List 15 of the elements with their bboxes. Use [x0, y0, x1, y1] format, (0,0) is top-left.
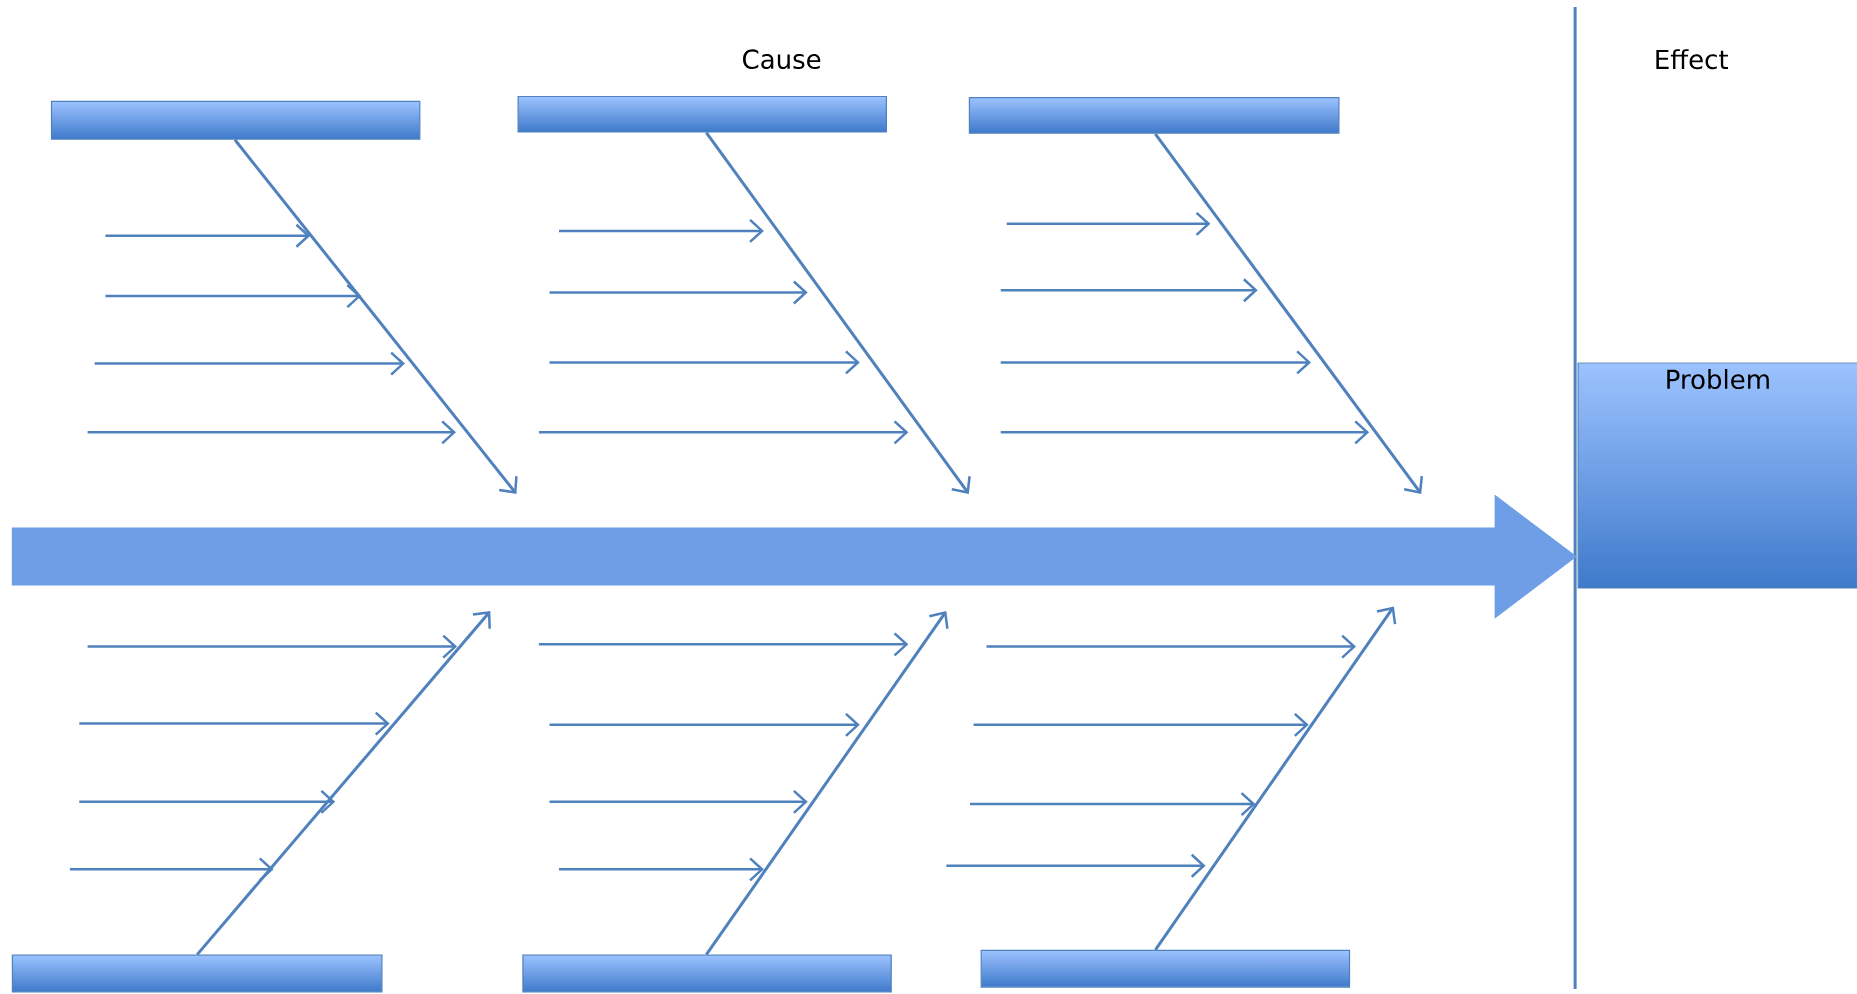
problem-box: Problem: [1577, 362, 1857, 589]
category-box: [517, 95, 887, 133]
heading-label: Effect: [1656, 49, 1728, 70]
bone-arrow: [705, 131, 971, 494]
bone-arrow: [705, 611, 949, 956]
bone-arrow: [233, 138, 518, 494]
category-box: [980, 949, 1351, 988]
bone-arrow: [1154, 606, 1397, 951]
category-box: [968, 97, 1340, 134]
bone-arrow: [1154, 132, 1424, 494]
category-box: [50, 100, 421, 140]
category-box: [522, 954, 892, 993]
bone-arrow: [196, 611, 491, 956]
heading-label: Cause: [743, 49, 821, 70]
category-box: [11, 954, 383, 993]
